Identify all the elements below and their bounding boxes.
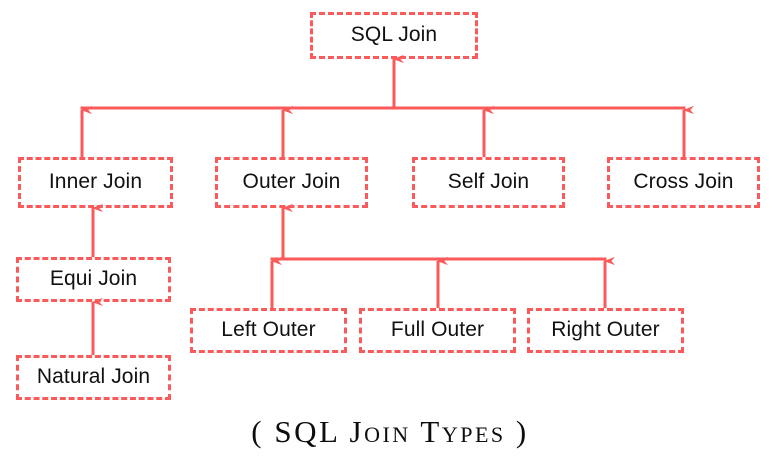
node-inner-join[interactable]: Inner Join [18,157,173,208]
node-sql-join[interactable]: SQL Join [310,12,478,59]
node-label-natural-join: Natural Join [36,365,151,388]
node-label-outer-join: Outer Join [242,170,341,193]
node-equi-join[interactable]: Equi Join [16,257,171,302]
node-label-self-join: Self Join [447,170,530,193]
node-natural-join[interactable]: Natural Join [16,355,171,400]
node-self-join[interactable]: Self Join [412,157,565,208]
diagram-caption: ( SQL Join Types ) [251,414,529,449]
node-right-outer[interactable]: Right Outer [527,308,684,353]
node-label-right-outer: Right Outer [551,318,660,341]
node-label-equi-join: Equi Join [49,267,138,290]
node-label-sql-join: SQL Join [350,23,438,46]
node-full-outer[interactable]: Full Outer [359,308,516,353]
node-outer-join[interactable]: Outer Join [215,157,368,208]
node-left-outer[interactable]: Left Outer [190,308,347,353]
node-label-left-outer: Left Outer [221,318,316,341]
node-label-inner-join: Inner Join [48,170,143,193]
node-cross-join[interactable]: Cross Join [607,157,760,208]
node-label-full-outer: Full Outer [390,318,485,341]
node-label-cross-join: Cross Join [633,170,734,193]
